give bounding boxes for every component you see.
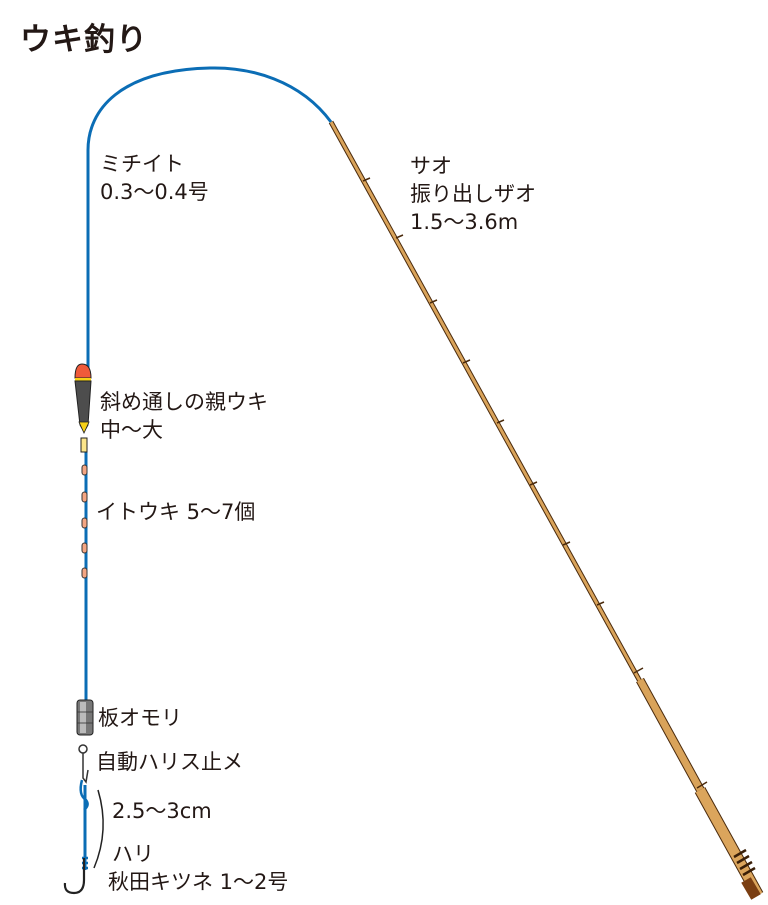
page-title: ウキ釣り xyxy=(20,22,148,58)
sinker-label: 板オモリ xyxy=(98,706,182,730)
line-spec: 0.3〜0.4号 xyxy=(100,180,209,204)
thread-floats-label: イトウキ 5〜7個 xyxy=(96,500,256,524)
leader-length-bracket xyxy=(93,789,104,869)
rod-label: サオ 振り出しザオ 1.5〜3.6m xyxy=(410,152,536,236)
main-float-name: 斜め通しの親ウキ xyxy=(100,390,268,414)
main-float-label: 斜め通しの親ウキ 中〜大 xyxy=(100,388,268,444)
stopper-label: 自動ハリス止メ xyxy=(96,750,243,774)
rod-type: 振り出しザオ xyxy=(410,182,536,206)
hook xyxy=(63,858,86,895)
hook-name: ハリ xyxy=(112,842,154,866)
line-label: ミチイト 0.3〜0.4号 xyxy=(100,150,209,206)
main-float xyxy=(74,363,92,453)
leader-length-label: 2.5〜3cm xyxy=(112,799,212,823)
hook-label: ハリ 秋田キツネ 1〜2号 xyxy=(108,840,288,896)
sinker xyxy=(76,699,94,736)
line-name: ミチイト xyxy=(100,152,184,176)
swivel-stopper xyxy=(78,744,89,784)
rod-name: サオ xyxy=(410,154,452,178)
main-float-size: 中〜大 xyxy=(100,418,163,442)
rod-length: 1.5〜3.6m xyxy=(410,210,519,234)
thread-floats xyxy=(81,464,88,579)
hook-spec: 秋田キツネ 1〜2号 xyxy=(108,870,289,894)
rod-illustration xyxy=(328,120,764,900)
